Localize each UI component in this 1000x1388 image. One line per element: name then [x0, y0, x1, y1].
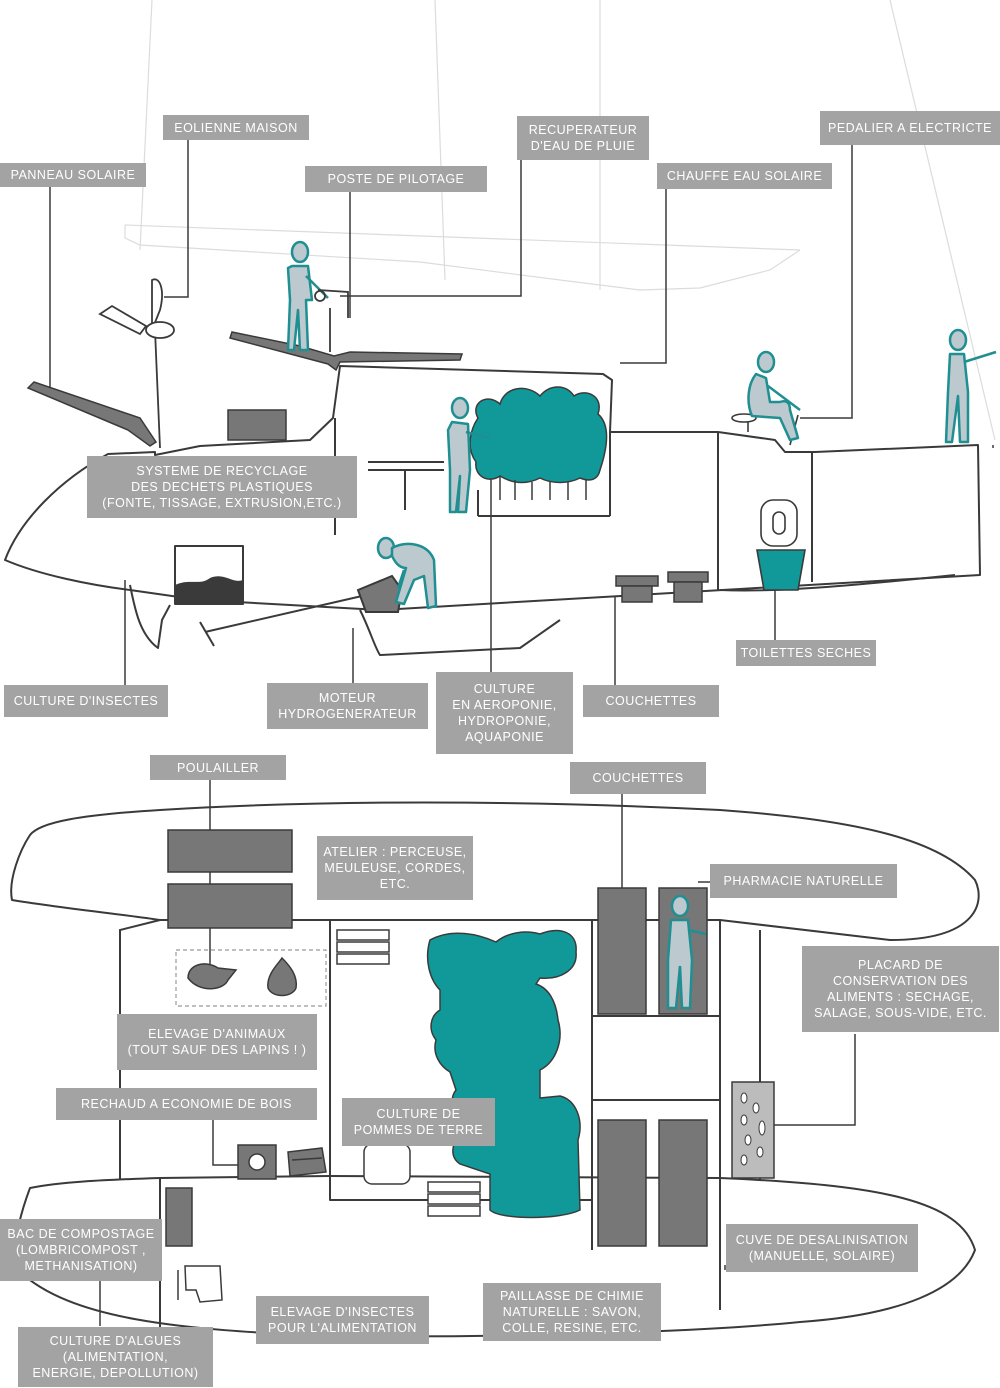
label-line: ELEVAGE D'ANIMAUX	[148, 1027, 286, 1041]
label-line: HYDROPONIE,	[457, 714, 551, 728]
label-line: ATELIER : PERCEUSE,	[323, 845, 467, 859]
dry-toilet	[756, 499, 806, 591]
steering-post	[317, 289, 349, 352]
label-chimie: PAILLASSE DE CHIMIE NATURELLE : SAVON, COL…	[483, 1283, 661, 1341]
label-line: COLLE, RESINE, ETC.	[502, 1321, 642, 1335]
label-couchettes-side: COUCHETTES	[583, 685, 719, 717]
label-line: NATURELLE : SAVON,	[502, 1305, 642, 1319]
label-placard: PLACARD DE CONSERVATION DES ALIMENTS : SEC…	[802, 946, 999, 1032]
label-pharmacie: PHARMACIE NATURELLE	[710, 864, 897, 898]
label-line: AQUAPONIE	[465, 730, 544, 744]
label-line: PAILLASSE DE CHIMIE	[499, 1289, 645, 1303]
cabin-block	[227, 409, 287, 441]
label-line: PEDALIER A ELECTRICTE	[827, 121, 993, 135]
label-line: RECHAUD A ECONOMIE DE BOIS	[81, 1097, 292, 1111]
label-elevage-insectes: ELEVAGE D'INSECTES POUR L'ALIMENTATION	[256, 1296, 429, 1344]
label-line: (MANUELLE, SOLAIRE)	[748, 1249, 896, 1263]
desal-tank	[731, 1081, 775, 1179]
plan-view-hulls	[10, 801, 980, 1338]
label-recuperateur: RECUPERATEUR D'EAU DE PLUIE	[517, 116, 649, 160]
workshop-blocks	[167, 829, 293, 929]
label-line: PLACARD DE	[858, 958, 943, 972]
label-poulailler: POULAILLER	[150, 755, 286, 780]
chickens	[187, 956, 298, 997]
label-line: (FONTE, TISSAGE, EXTRUSION,ETC.)	[102, 496, 342, 510]
label-line: RECUPERATEUR	[528, 123, 638, 137]
label-algues: CULTURE D'ALGUES (ALIMENTATION, ENERGIE, D…	[18, 1327, 213, 1387]
compost-bin	[165, 1187, 193, 1247]
label-line: METHANISATION)	[24, 1259, 138, 1273]
label-line: POUR L'ALIMENTATION	[268, 1321, 417, 1335]
leader-lines	[49, 140, 994, 1326]
label-pedalier: PEDALIER A ELECTRICTE	[820, 111, 1000, 145]
label-line: CUVE DE DESALINISATION	[735, 1233, 909, 1247]
aeroponic-plants	[469, 386, 608, 484]
algae-tank	[184, 1265, 223, 1303]
label-toilettes: TOILETTES SECHES	[736, 640, 876, 666]
label-line: ENERGIE, DEPOLLUTION)	[32, 1366, 199, 1380]
insect-culture-pile	[175, 576, 243, 604]
label-line: POSTE DE PILOTAGE	[327, 172, 465, 186]
label-poste-pilotage: POSTE DE PILOTAGE	[305, 166, 487, 192]
label-couchettes-plan: COUCHETTES	[570, 762, 706, 794]
label-line: EOLIENNE MAISON	[174, 120, 298, 135]
label-line: CHAUFFE EAU SOLAIRE	[666, 169, 823, 183]
label-line: BAC DE COMPOSTAGE	[7, 1227, 155, 1241]
label-line: ETC.	[379, 877, 411, 891]
label-line: (LOMBRICOMPOST ,	[15, 1243, 146, 1257]
potato-culture	[426, 929, 581, 1219]
label-line: ELEVAGE D'INSECTES	[270, 1305, 415, 1319]
wind-turbine	[98, 278, 175, 449]
label-culture-aero: CULTURE EN AEROPONIE, HYDROPONIE, AQUAPONIE	[436, 672, 573, 754]
label-atelier: ATELIER : PERCEUSE, MEULEUSE, CORDES, ETC.	[317, 836, 473, 900]
label-line: POMMES DE TERRE	[353, 1123, 484, 1137]
plan-steps	[336, 929, 481, 1217]
label-line: EN AEROPONIE,	[452, 698, 557, 712]
stove	[237, 1144, 327, 1180]
label-line: PANNEAU SOLAIRE	[10, 168, 136, 182]
label-line: PHARMACIE NATURELLE	[723, 874, 884, 888]
label-rechaud: RECHAUD A ECONOMIE DE BOIS	[56, 1088, 317, 1120]
label-line: POULAILLER	[176, 760, 260, 775]
label-pommes-terre: CULTURE DE POMMES DE TERRE	[342, 1098, 495, 1146]
label-line: COUCHETTES	[592, 771, 684, 785]
aeroponic-roots	[499, 476, 587, 500]
label-recyclage: SYSTEME DE RECYCLAGE DES DECHETS PLASTIQU…	[87, 456, 357, 518]
label-line: (TOUT SAUF DES LAPINS ! )	[127, 1043, 307, 1057]
label-line: CULTURE	[473, 682, 536, 696]
label-line: (ALIMENTATION,	[62, 1350, 169, 1364]
label-line: CULTURE DE	[376, 1107, 461, 1121]
label-line: HYDROGENERATEUR	[278, 707, 417, 721]
label-line: SALAGE, SOUS-VIDE, ETC.	[814, 1006, 987, 1020]
label-line: TOILETTES SECHES	[740, 646, 872, 660]
side-bunks	[615, 571, 709, 603]
label-line: MEULEUSE, CORDES,	[324, 861, 466, 875]
label-panneau-solaire: PANNEAU SOLAIRE	[0, 163, 146, 187]
label-chauffe-eau: CHAUFFE EAU SOLAIRE	[657, 163, 832, 189]
label-moteur: MOTEUR HYDROGENERATEUR	[267, 683, 428, 729]
sink	[363, 1143, 411, 1185]
cockpit-deck	[229, 331, 464, 372]
plan-person	[666, 894, 707, 1010]
person-figures	[286, 240, 997, 610]
label-desalinisation: CUVE DE DESALINISATION (MANUELLE, SOLAIRE…	[726, 1224, 918, 1272]
label-line: COUCHETTES	[605, 694, 697, 708]
label-line: SYSTEME DE RECYCLAGE	[136, 464, 308, 478]
label-compostage: BAC DE COMPOSTAGE (LOMBRICOMPOST , METHANI…	[0, 1219, 162, 1281]
label-eolienne-maison: EOLIENNE MAISON	[163, 115, 309, 140]
label-line: ALIMENTS : SECHAGE,	[826, 990, 975, 1004]
label-line: MOTEUR	[318, 691, 377, 705]
label-line: DES DECHETS PLASTIQUES	[131, 480, 313, 494]
label-culture-insectes: CULTURE D'INSECTES	[4, 685, 168, 717]
label-elevage-animaux: ELEVAGE D'ANIMAUX (TOUT SAUF DES LAPINS !…	[117, 1014, 317, 1070]
mast-rigging	[124, 0, 996, 441]
label-line: CONSERVATION DES	[832, 974, 969, 988]
animal-pen	[175, 949, 327, 1007]
label-line: CULTURE D'INSECTES	[13, 694, 159, 708]
label-line: CULTURE D'ALGUES	[49, 1334, 182, 1348]
label-line: D'EAU DE PLUIE	[530, 139, 636, 153]
solar-panel-shape	[26, 381, 158, 447]
